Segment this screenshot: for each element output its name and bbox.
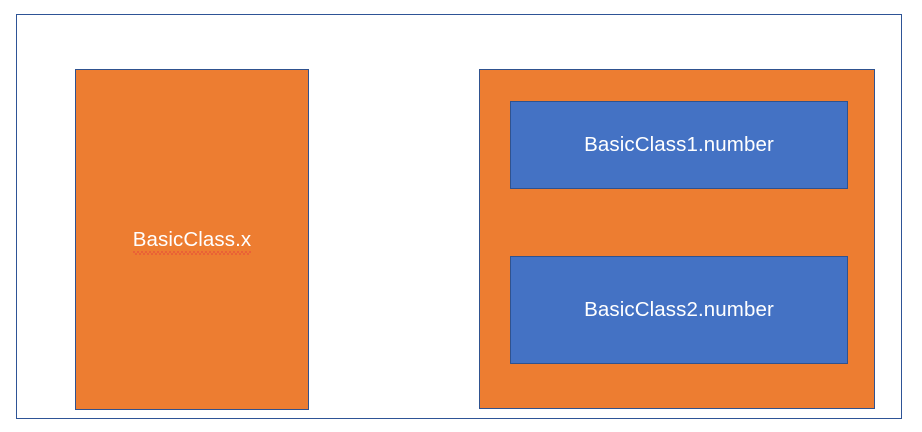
shape-basicclass-x[interactable]: BasicClass.x bbox=[75, 69, 309, 410]
shape-basicclass2-number[interactable]: BasicClass2.number bbox=[510, 256, 848, 364]
shape-label-basicclass-x: BasicClass.x bbox=[132, 227, 252, 255]
shape-basicclass1-number[interactable]: BasicClass1.number bbox=[510, 101, 848, 189]
diagram-frame: BasicClass.x BasicClass1.number BasicCla… bbox=[16, 14, 902, 419]
shape-label-basicclass1-number: BasicClass1.number bbox=[584, 133, 774, 157]
shape-container-orange[interactable]: BasicClass1.number BasicClass2.number bbox=[479, 69, 875, 409]
shape-label-basicclass2-number: BasicClass2.number bbox=[584, 298, 774, 322]
